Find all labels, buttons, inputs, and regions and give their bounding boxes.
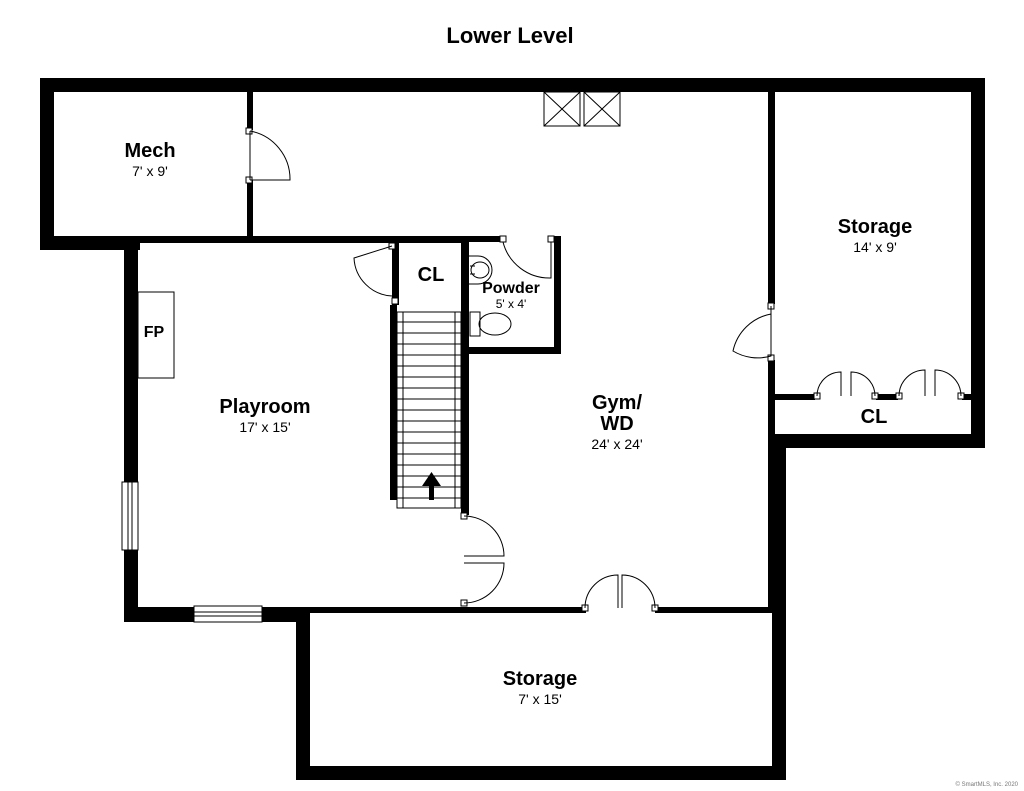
room-storage-bottom-dim: 7' x 15' — [518, 691, 562, 707]
interior-walls — [138, 92, 972, 613]
window-left — [121, 481, 139, 551]
room-mech-dim: 7' x 9' — [132, 163, 168, 179]
toilet-icon — [469, 311, 512, 337]
copyright-text: © SmartMLS, Inc. 2020 — [955, 782, 1018, 788]
cl-top-door — [353, 242, 399, 305]
window-top-left — [543, 91, 581, 127]
sink-icon — [468, 255, 493, 285]
storage-bottom-doors — [581, 574, 659, 612]
room-cl-right-name: CL — [860, 406, 888, 428]
fireplace-label: FP — [143, 324, 165, 341]
room-gym-dim: 24' x 24' — [591, 436, 643, 452]
room-mech-name: Mech — [124, 140, 176, 162]
page-title: Lower Level — [446, 23, 574, 48]
room-gym-name: Gym/ — [591, 392, 643, 414]
room-storage-bottom-name: Storage — [502, 668, 578, 690]
window-bottom — [193, 605, 263, 623]
stairs — [396, 311, 462, 509]
room-cl-top-name: CL — [417, 264, 445, 286]
room-powder-dim: 5' x 4' — [495, 297, 527, 311]
powder-door — [499, 235, 555, 279]
stair-up-arrow-icon — [422, 472, 441, 500]
storage-right-door — [732, 302, 775, 362]
gym-side-doors — [460, 512, 505, 607]
mech-door — [245, 127, 291, 184]
window-top-right — [583, 91, 621, 127]
exterior-walls — [40, 78, 985, 780]
cl-right-doors — [813, 369, 965, 400]
room-storage-right-dim: 14' x 9' — [853, 239, 897, 255]
fireplace — [137, 291, 175, 379]
room-playroom-name: Playroom — [219, 396, 311, 418]
room-gym-name-2: WD — [600, 413, 634, 435]
room-storage-right-name: Storage — [837, 216, 913, 238]
room-powder-name: Powder — [482, 280, 540, 297]
room-playroom-dim: 17' x 15' — [239, 419, 291, 435]
